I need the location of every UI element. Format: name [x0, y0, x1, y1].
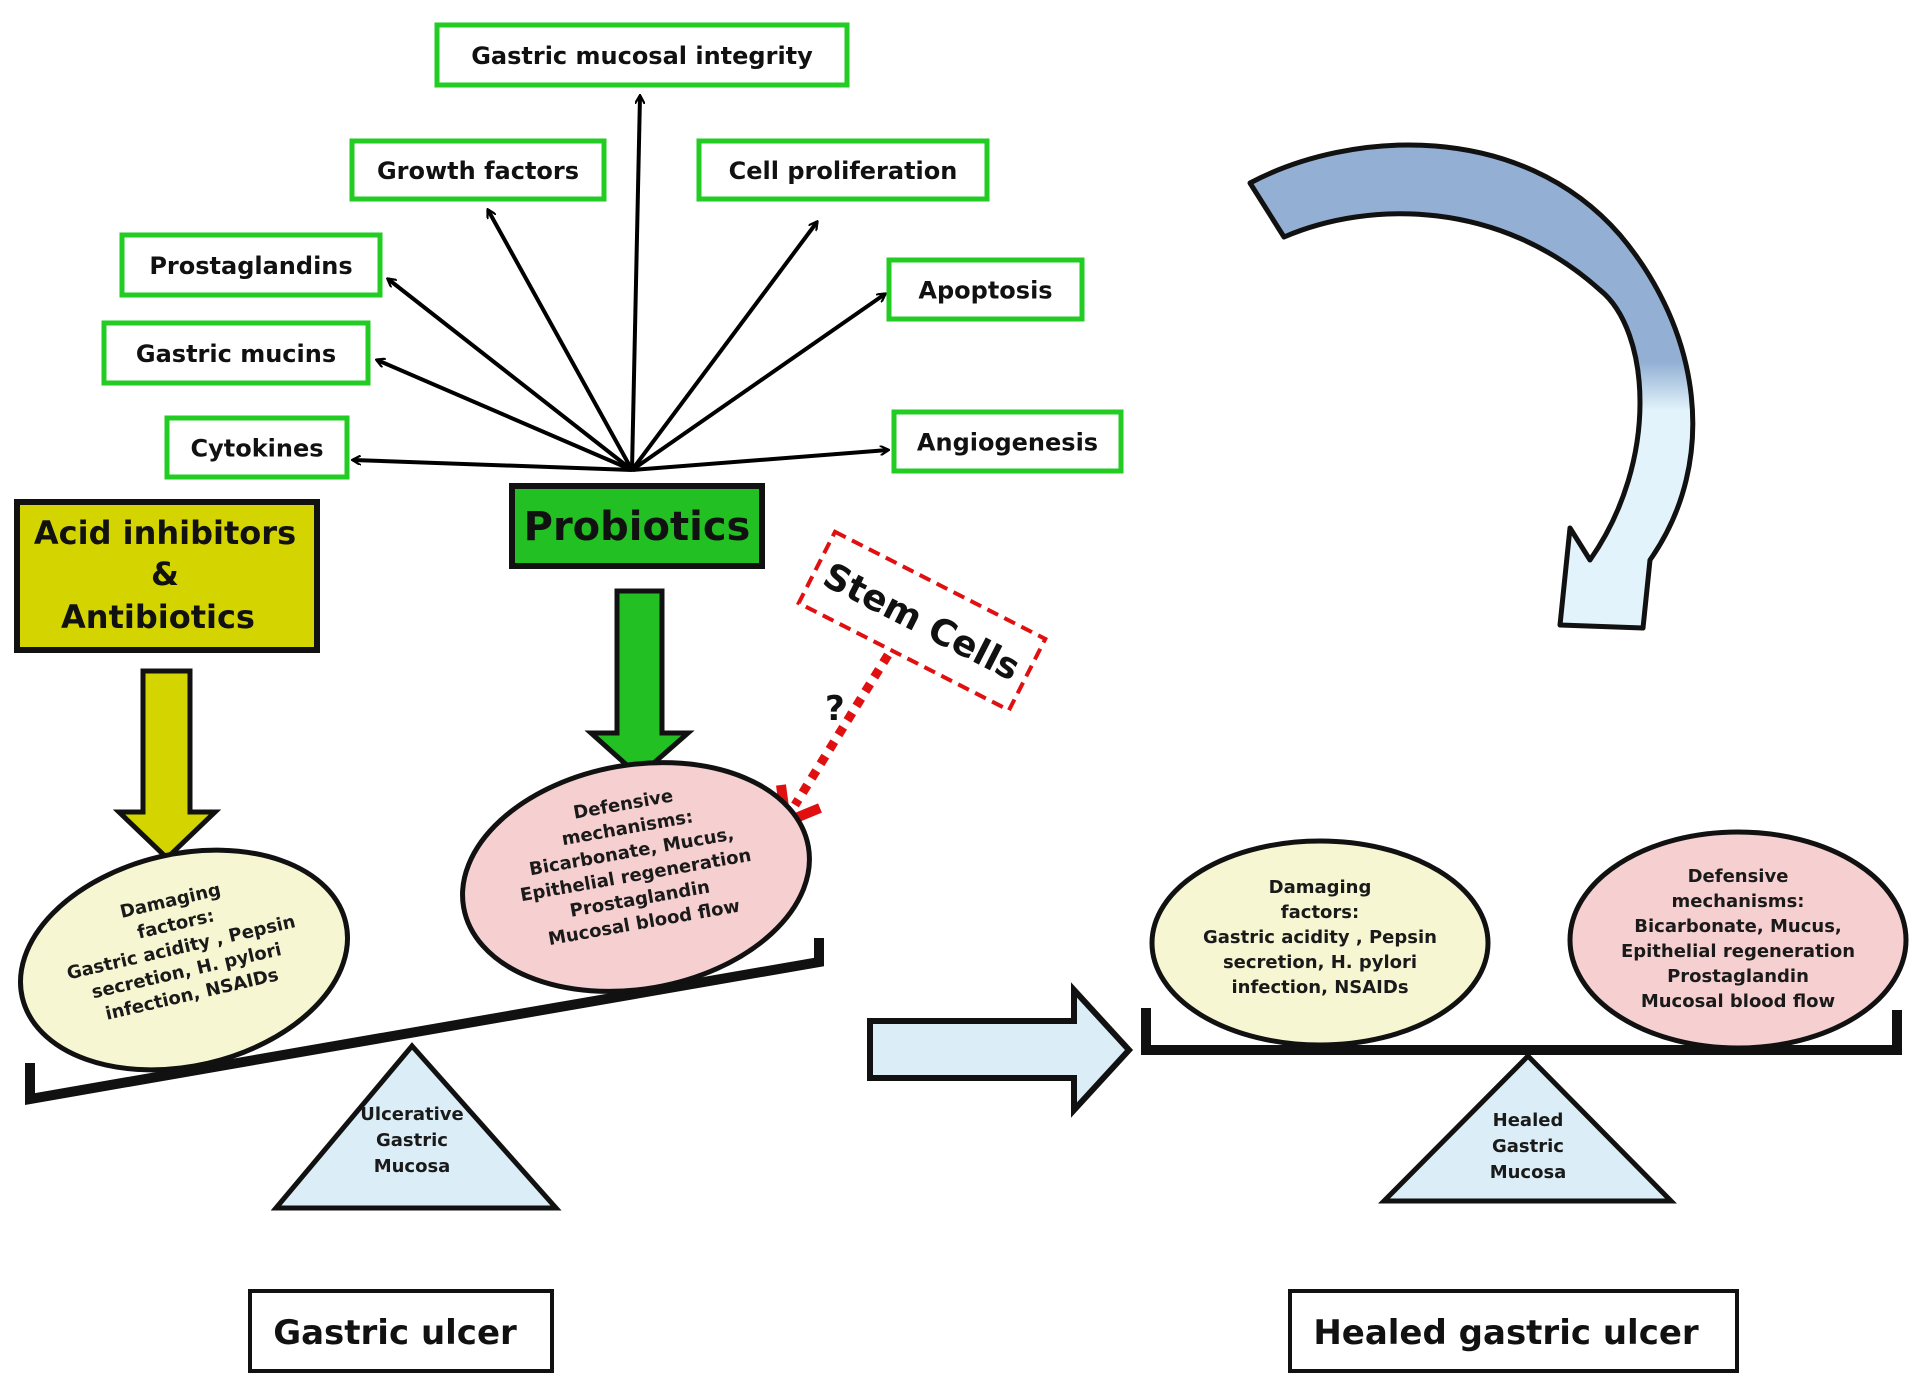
effect-label: Cytokines	[190, 435, 323, 463]
stem-cells-dotted-arrow	[791, 652, 892, 808]
acid-down-arrow	[112, 668, 222, 862]
effect-box-cell-proliferation: Cell proliferation	[696, 138, 990, 202]
effect-label: Angiogenesis	[917, 429, 1098, 457]
ulcer-fulcrum	[270, 1042, 562, 1211]
probiotics-down-arrow	[584, 588, 695, 780]
healed-fulcrum-line-2: Gastric	[1492, 1136, 1564, 1157]
ellipse-text-line: infection, NSAIDs	[1231, 977, 1408, 998]
healed-fulcrum	[1377, 1052, 1677, 1204]
arrow-to-cell-proliferation	[630, 222, 817, 472]
ulcer-balance: Ulcerative Gastric Mucosa Damagingfactor…	[18, 760, 824, 1211]
acid-line-3: Antibiotics	[61, 598, 255, 636]
ulcer-balance-beam	[25, 938, 824, 1105]
arrow-to-gastric-mucins	[377, 360, 633, 472]
ellipse-text-line: Gastric acidity , Pepsin	[1203, 927, 1437, 948]
ellipse-text-line: Bicarbonate, Mucus,	[1634, 916, 1841, 937]
arrow-to-cytokines	[353, 460, 633, 472]
effect-label: Prostaglandins	[149, 252, 352, 280]
stem-cells-group: Stem Cells ?	[776, 529, 1048, 830]
ellipse-text-line: factors:	[1281, 902, 1359, 923]
ellipse-text-line: Mucosal blood flow	[1641, 991, 1835, 1012]
arrow-to-gastric-mucosal-integrity	[630, 96, 640, 471]
ulcer-fulcrum-line-2: Gastric	[376, 1130, 448, 1151]
question-mark: ?	[825, 689, 845, 729]
healed-caption-box: Healed gastric ulcer	[1288, 1289, 1739, 1373]
probiotic-effect-arrows	[353, 96, 888, 472]
arrow-to-prostaglandins	[388, 279, 634, 472]
effect-box-angiogenesis: Angiogenesis	[891, 409, 1124, 474]
curved-arrow-icon	[1247, 142, 1696, 631]
ulcer-fulcrum-line-3: Mucosa	[374, 1156, 451, 1177]
ulcer-caption: Gastric ulcer	[273, 1313, 517, 1353]
effect-label: Cell proliferation	[729, 157, 958, 185]
ellipse-text-line: Prostaglandin	[1667, 966, 1809, 987]
effect-label: Gastric mucins	[136, 340, 336, 368]
acid-inhibitors-box: Acid inhibitors & Antibiotics	[14, 499, 320, 653]
effect-label: Growth factors	[377, 157, 579, 185]
healed-fulcrum-line-1: Healed	[1493, 1110, 1564, 1131]
acid-line-2: &	[151, 555, 179, 593]
healed-damaging-ellipse: Damaging factors: Gastric acidity , Pepsin…	[1149, 838, 1491, 1048]
healed-balance-beam	[1141, 1008, 1902, 1055]
effect-box-prostaglandins: Prostaglandins	[119, 232, 383, 298]
ellipse-text-line: mechanisms:	[1672, 891, 1805, 912]
ellipse-text-line: Epithelial regeneration	[1621, 941, 1855, 962]
effect-box-gastric-mucins: Gastric mucins	[101, 320, 371, 386]
probiotics-box: Probiotics	[509, 483, 765, 569]
ulcer-caption-box: Gastric ulcer	[248, 1289, 554, 1373]
ellipse-text-line: Damaging	[1269, 877, 1372, 898]
ellipse-text-line: secretion, H. pylori	[1223, 952, 1417, 973]
healed-caption: Healed gastric ulcer	[1313, 1313, 1699, 1353]
acid-line-1: Acid inhibitors	[34, 514, 296, 552]
effect-box-cytokines: Cytokines	[164, 415, 350, 480]
arrow-to-angiogenesis	[631, 450, 888, 472]
healed-defensive-ellipse: Defensive mechanisms: Bicarbonate, Mucus, E…	[1567, 829, 1909, 1051]
effect-label: Apoptosis	[918, 277, 1052, 305]
effect-label: Gastric mucosal integrity	[471, 42, 813, 70]
effect-box-growth-factors: Growth factors	[349, 138, 607, 202]
effect-box-gastric-mucosal-integrity: Gastric mucosal integrity	[434, 22, 850, 88]
ulcer-fulcrum-line-1: Ulcerative	[360, 1104, 463, 1125]
healed-fulcrum-line-3: Mucosa	[1490, 1162, 1567, 1183]
arrow-to-apoptosis	[630, 294, 885, 472]
probiotics-label: Probiotics	[524, 504, 751, 550]
healed-balance: Healed Gastric Mucosa Damaging factors: Ga…	[1141, 829, 1909, 1204]
effect-box-apoptosis: Apoptosis	[886, 257, 1085, 322]
ellipse-text-line: Defensive	[1688, 866, 1789, 887]
transition-arrow	[867, 982, 1134, 1118]
arrow-to-growth-factors	[486, 210, 634, 471]
